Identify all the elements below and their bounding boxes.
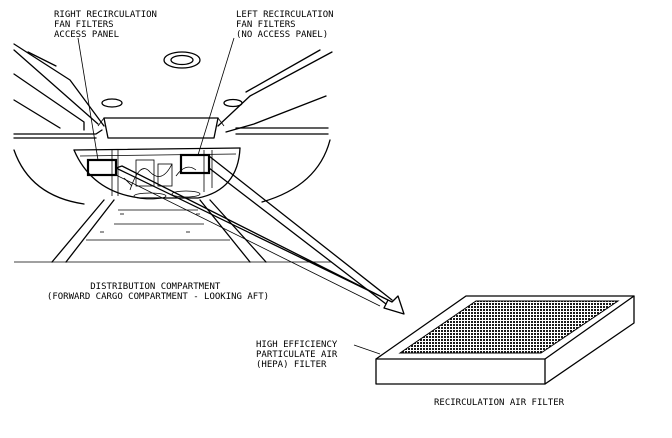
hepa-label-line1: HIGH EFFICIENCY — [256, 340, 338, 350]
left-recirculation-label: LEFT RECIRCULATION FAN FILTERS (NO ACCES… — [236, 10, 339, 40]
left-label-line3: (NO ACCESS PANEL) — [236, 30, 328, 40]
right-label-line1: RIGHT RECIRCULATION — [54, 10, 157, 20]
hepa-label-line3: (HEPA) FILTER — [256, 360, 327, 370]
leader-lines — [77, 37, 381, 355]
left-label-line2: FAN FILTERS — [236, 20, 296, 30]
compartment-caption-line1: DISTRIBUTION COMPARTMENT — [90, 282, 221, 292]
right-label-line2: FAN FILTERS — [54, 20, 114, 30]
cargo-compartment-drawing — [13, 43, 333, 263]
hepa-filter-label: HIGH EFFICIENCY PARTICULATE AIR (HEPA) F… — [256, 340, 343, 370]
hepa-label-line2: PARTICULATE AIR — [256, 350, 338, 360]
hepa-filter-drawing — [375, 295, 635, 385]
callout-arrow — [115, 155, 405, 315]
compartment-caption: DISTRIBUTION COMPARTMENT (FORWARD CARGO … — [47, 282, 269, 302]
left-label-line1: LEFT RECIRCULATION — [236, 10, 334, 20]
filter-caption: RECIRCULATION AIR FILTER — [434, 398, 565, 408]
right-label-line3: ACCESS PANEL — [54, 30, 119, 40]
compartment-caption-line2: (FORWARD CARGO COMPARTMENT - LOOKING AFT… — [47, 292, 269, 302]
right-recirculation-label: RIGHT RECIRCULATION FAN FILTERS ACCESS P… — [54, 10, 162, 40]
filter-media-mesh — [398, 300, 620, 354]
